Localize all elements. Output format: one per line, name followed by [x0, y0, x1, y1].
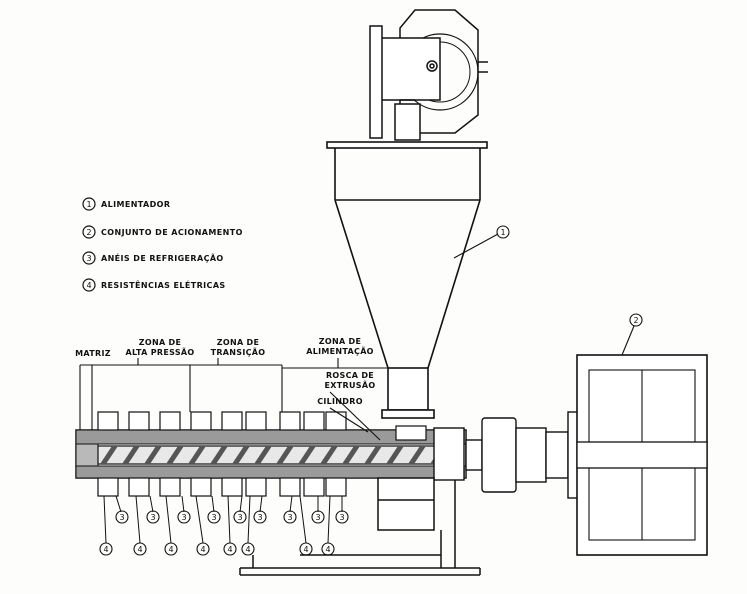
svg-text:3: 3 — [237, 513, 242, 522]
legend: 1 ALIMENTADOR 2 CONJUNTO DE ACIONAMENTO … — [83, 198, 243, 291]
svg-text:3: 3 — [287, 513, 292, 522]
label-alta-pressao-2: ALTA PRESSÃO — [125, 347, 194, 357]
coupling — [466, 412, 578, 498]
legend-item-4: 4 RESISTÊNCIAS ELÉTRICAS — [83, 279, 226, 291]
svg-text:4: 4 — [227, 545, 232, 554]
svg-text:3: 3 — [181, 513, 186, 522]
svg-text:3: 3 — [315, 513, 320, 522]
legend-text-4: RESISTÊNCIAS ELÉTRICAS — [101, 279, 226, 290]
callouts-rings: 3 3 3 3 3 3 3 3 3 — [116, 496, 348, 523]
label-alimentacao-2: ALIMENTAÇÃO — [306, 346, 374, 356]
drive-assembly — [577, 355, 707, 555]
legend-item-2: 2 CONJUNTO DE ACIONAMENTO — [83, 226, 243, 238]
callouts-heaters: 4 4 4 4 4 4 4 4 — [100, 496, 334, 555]
callout-hopper: 1 — [454, 226, 509, 258]
svg-text:4: 4 — [303, 545, 308, 554]
svg-text:1: 1 — [500, 228, 505, 237]
legend-num-4: 4 — [86, 281, 91, 290]
label-transicao-2: TRANSIÇÃO — [211, 347, 266, 357]
svg-text:4: 4 — [103, 545, 108, 554]
legend-text-3: ANÉIS DE REFRIGERAÇÃO — [101, 252, 224, 263]
svg-text:4: 4 — [168, 545, 173, 554]
label-transicao-1: ZONA DE — [217, 338, 259, 347]
svg-text:4: 4 — [245, 545, 250, 554]
svg-text:3: 3 — [119, 513, 124, 522]
legend-num-2: 2 — [86, 228, 91, 237]
hopper-motor — [370, 10, 488, 140]
label-rosca-1: ROSCA DE — [326, 371, 374, 380]
legend-num-1: 1 — [86, 200, 91, 209]
legend-text-2: CONJUNTO DE ACIONAMENTO — [101, 228, 243, 237]
label-alta-pressao-1: ZONA DE — [139, 338, 181, 347]
heater-bands-top — [98, 412, 346, 430]
svg-text:4: 4 — [200, 545, 205, 554]
label-alimentacao-1: ZONA DE — [319, 337, 361, 346]
label-rosca-2: EXTRUSÃO — [325, 380, 376, 390]
label-matriz: MATRIZ — [75, 349, 111, 358]
callout-drive: 2 — [622, 314, 642, 355]
svg-text:4: 4 — [325, 545, 330, 554]
heater-bands-bottom — [98, 478, 346, 496]
legend-item-3: 3 ANÉIS DE REFRIGERAÇÃO — [83, 252, 224, 264]
zone-labels: MATRIZ ZONA DE ALTA PRESSÃO ZONA DE TRAN… — [75, 337, 375, 406]
machine-frame — [240, 478, 480, 575]
legend-item-1: 1 ALIMENTADOR — [83, 198, 170, 210]
svg-text:3: 3 — [257, 513, 262, 522]
svg-text:2: 2 — [633, 316, 638, 325]
svg-text:3: 3 — [339, 513, 344, 522]
svg-text:3: 3 — [150, 513, 155, 522]
svg-text:4: 4 — [137, 545, 142, 554]
legend-text-1: ALIMENTADOR — [101, 200, 170, 209]
legend-num-3: 3 — [86, 254, 91, 263]
svg-text:3: 3 — [211, 513, 216, 522]
